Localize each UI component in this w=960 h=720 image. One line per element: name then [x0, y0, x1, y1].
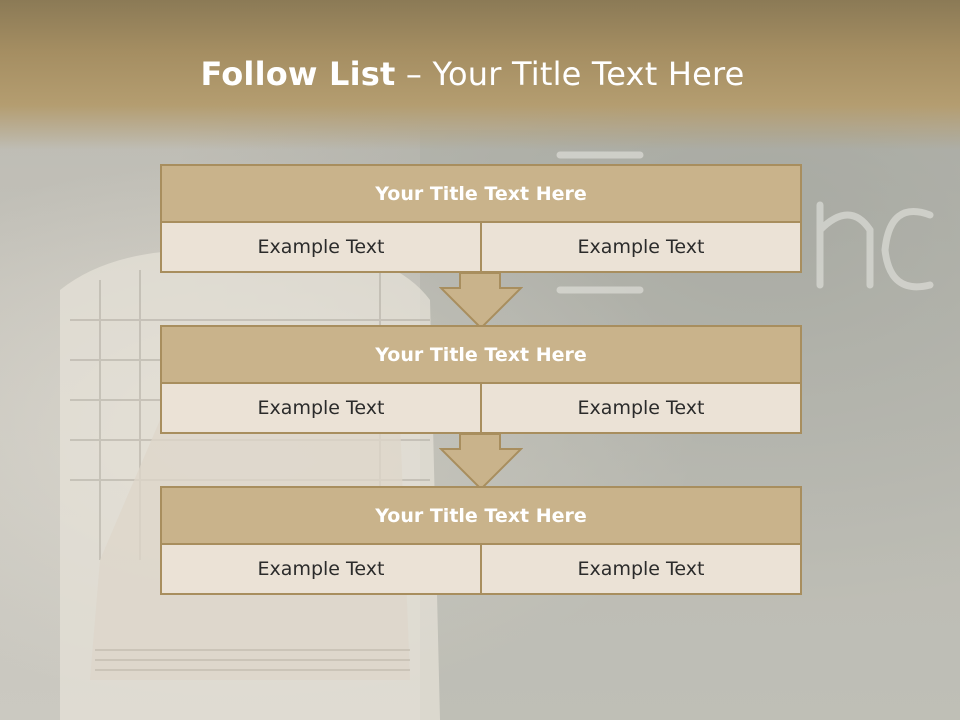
step-cell-left: Example Text [257, 236, 385, 258]
step-cell-right: Example Text [480, 223, 800, 271]
step-row: Example Text Example Text [162, 545, 800, 593]
step-block-2: Your Title Text Here Example Text Exampl… [160, 325, 802, 434]
down-arrow-icon [439, 433, 523, 491]
step-cell-left: Example Text [257, 397, 385, 419]
slide-title-bold: Follow List [200, 55, 396, 93]
step-block-3: Your Title Text Here Example Text Exampl… [160, 486, 802, 595]
step-title: Your Title Text Here [162, 327, 800, 384]
step-cell-right: Example Text [480, 545, 800, 593]
step-title: Your Title Text Here [162, 166, 800, 223]
step-cell-left: Example Text [257, 558, 385, 580]
down-arrow-icon [439, 272, 523, 330]
slide-title: Follow List – Your Title Text Here [0, 55, 945, 93]
step-cell-right: Example Text [480, 384, 800, 432]
slide-title-rest: – Your Title Text Here [395, 55, 745, 93]
header-band [0, 0, 960, 150]
step-row: Example Text Example Text [162, 223, 800, 271]
step-row: Example Text Example Text [162, 384, 800, 432]
step-title: Your Title Text Here [162, 488, 800, 545]
step-block-1: Your Title Text Here Example Text Exampl… [160, 164, 802, 273]
